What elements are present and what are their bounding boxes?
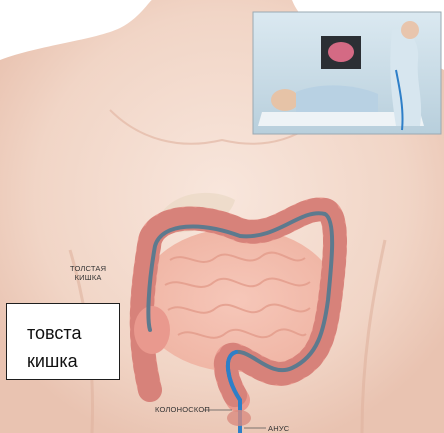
anus bbox=[227, 410, 251, 426]
anus-label: АНУС bbox=[268, 424, 289, 433]
inset-patient-head bbox=[271, 89, 299, 111]
translation-callout-box: товста кишка bbox=[6, 303, 120, 380]
inset-monitor-screen bbox=[328, 42, 354, 62]
colon-label-line2: КИШКА bbox=[75, 273, 102, 282]
inset-doctor-head bbox=[401, 21, 419, 39]
procedure-inset bbox=[253, 12, 441, 134]
colon-label-line1: ТОЛСТАЯ bbox=[70, 264, 106, 273]
callout-line2: кишка bbox=[27, 347, 119, 375]
colonoscope-label: КОЛОНОСКОП bbox=[155, 405, 210, 414]
colon-label: ТОЛСТАЯ КИШКА bbox=[70, 264, 106, 282]
callout-line1: товста bbox=[27, 319, 119, 347]
